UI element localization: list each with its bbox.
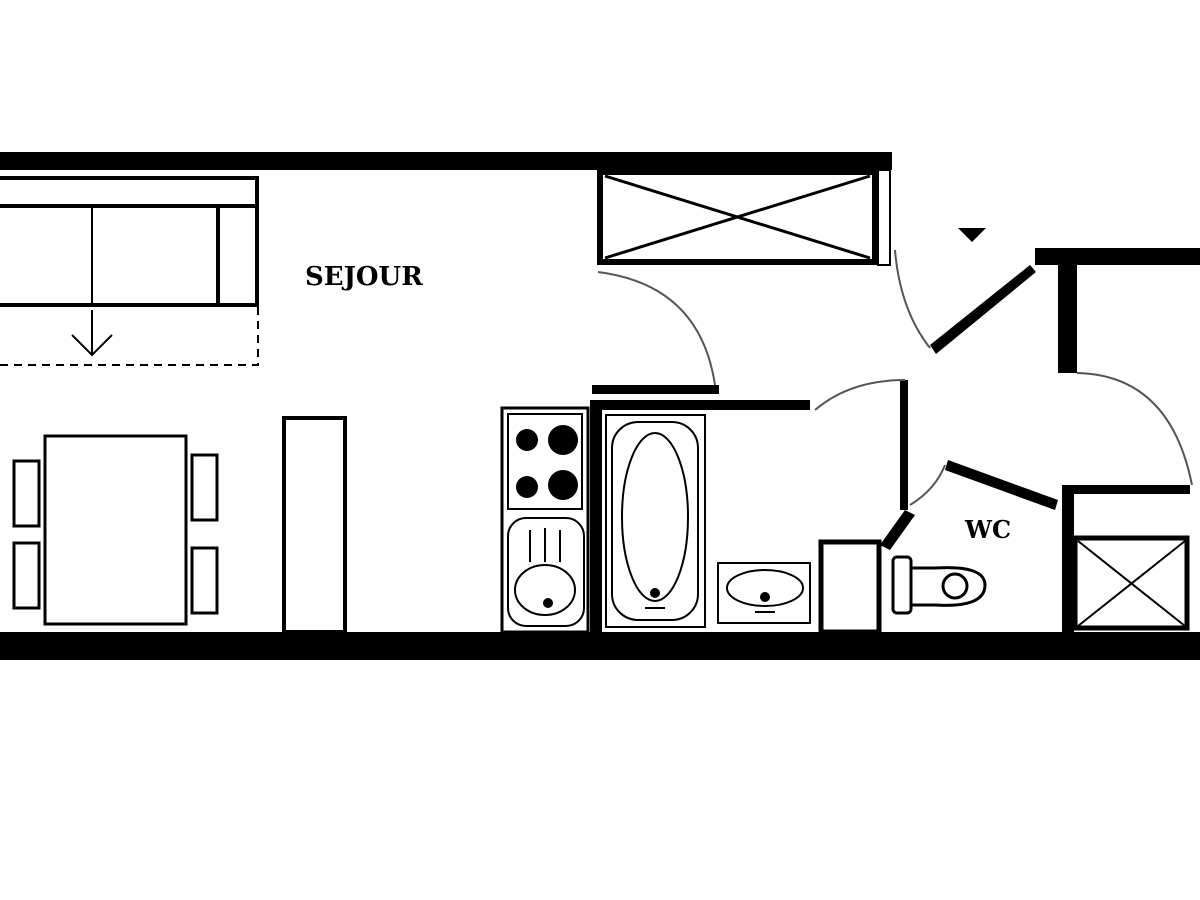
top-wall xyxy=(0,152,892,170)
bath-left-wall xyxy=(590,400,602,632)
dining-table-icon xyxy=(12,434,219,626)
toilet-icon xyxy=(891,555,987,615)
room-label-wc: WC xyxy=(964,515,1011,544)
sofa-bed-icon xyxy=(0,176,259,366)
wc-diagonal-wall xyxy=(880,510,915,550)
cabinet xyxy=(282,416,347,634)
wc-left-wall xyxy=(900,380,908,510)
entry-door-swing xyxy=(894,249,931,349)
closet-top xyxy=(597,169,891,266)
room-label-sejour: SEJOUR xyxy=(305,262,423,292)
bathtub-icon xyxy=(605,414,706,628)
walls xyxy=(0,152,1200,660)
bath-door-swing xyxy=(814,379,906,411)
bottom-wall xyxy=(0,632,1200,660)
closet-door-swing xyxy=(597,271,716,386)
right-vertical-wall xyxy=(1058,248,1077,373)
wc-right-wall xyxy=(1062,485,1074,632)
kitchen-wall xyxy=(592,385,719,394)
stove-icon xyxy=(500,406,590,634)
closet-icon xyxy=(1072,535,1190,631)
bedroom-door-swing xyxy=(1076,372,1193,486)
washbasin-icon xyxy=(717,562,811,624)
bath-top-wall xyxy=(592,400,810,410)
wc-door-leaf xyxy=(945,460,1058,510)
wc-door-swing xyxy=(909,464,946,506)
entry-door-leaf xyxy=(930,265,1036,354)
door-swings xyxy=(597,249,1193,506)
entrance-arrow-icon xyxy=(958,228,986,242)
kitchen-sink-icon xyxy=(507,517,585,627)
closet-top-wall xyxy=(1062,485,1190,494)
storage-box xyxy=(818,539,882,635)
